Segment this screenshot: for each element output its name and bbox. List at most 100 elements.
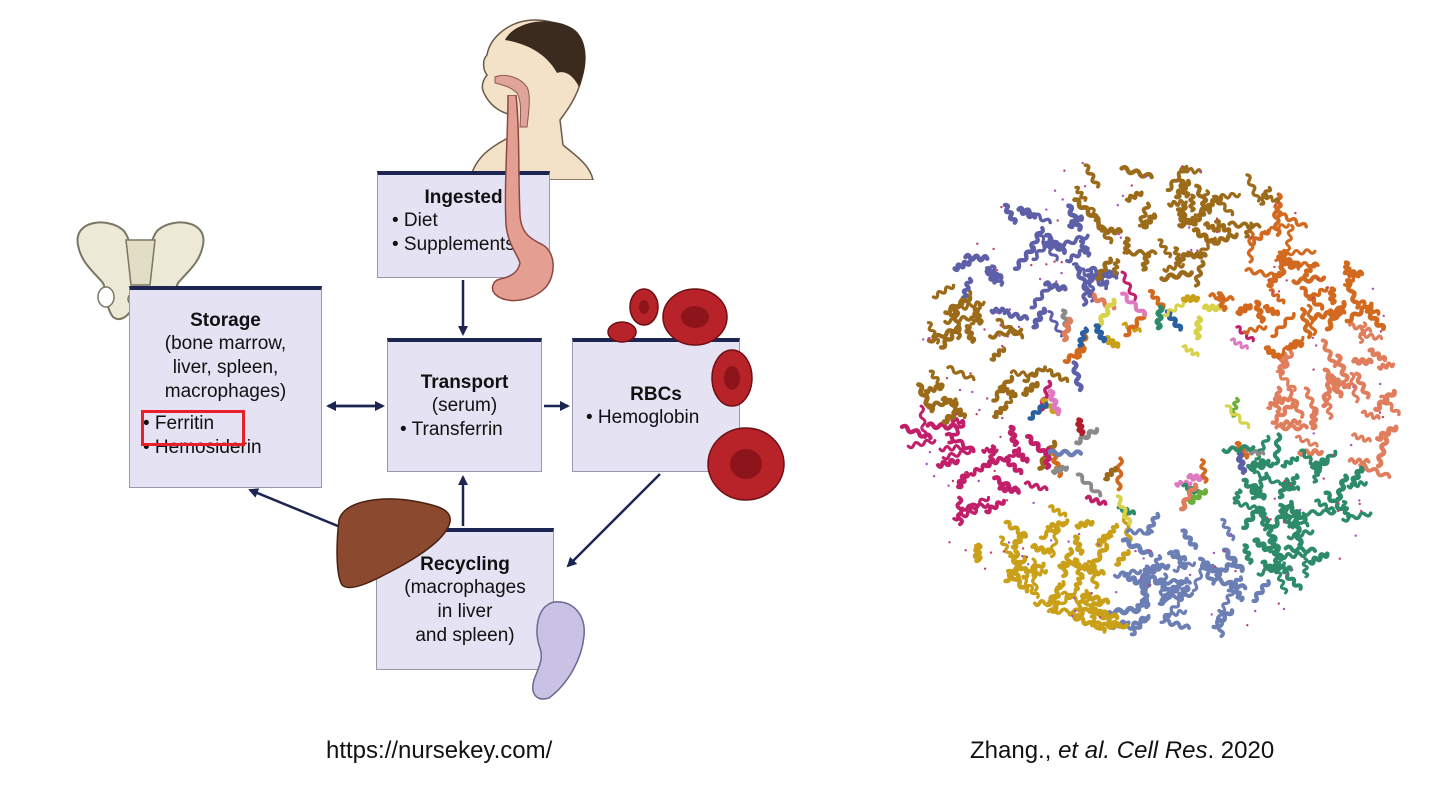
protein-atom-dot [1277,602,1280,605]
protein-helix [1178,202,1188,228]
protein-helix [1284,340,1305,351]
protein-atom-dot [1007,541,1011,544]
protein-atom-dot [1350,443,1353,447]
protein-helix [1003,519,1028,539]
protein-helix [1280,455,1300,469]
protein-helix [1103,465,1119,482]
transport-box: Transport (serum) • Transferrin [387,338,542,472]
protein-helix [1007,424,1019,448]
protein-helix [997,384,1016,396]
protein-atom-dot [1223,550,1226,553]
protein-atom-dot [1139,577,1143,580]
protein-helix [1002,391,1018,411]
protein-atom-dot [1282,521,1286,524]
protein-atom-dot [1116,204,1119,207]
protein-helix [1164,608,1188,619]
protein-helix [1021,576,1040,599]
protein-helix [1010,530,1028,550]
protein-helix [1270,401,1296,425]
protein-atom-dot [1002,550,1005,553]
protein-atom-dot [948,541,951,544]
protein-helix [1351,432,1372,443]
protein-helix [990,264,1005,287]
protein-helix [1272,204,1282,237]
protein-helix [1274,257,1300,271]
protein-atom-dot [945,377,949,380]
protein-helix [1360,409,1381,420]
protein-atom-dot [986,397,989,400]
protein-atom-dot [1378,411,1382,414]
protein-helix [1253,299,1266,324]
protein-atom-dot [1134,549,1137,553]
protein-helix [1375,436,1390,469]
protein-helix [981,455,1009,469]
protein-helix [1032,598,1061,608]
protein-helix [1095,608,1120,629]
protein-helix [989,346,1007,362]
protein-atom-dot [1008,308,1011,311]
protein-helix [1048,504,1068,518]
protein-helix [1274,192,1283,218]
protein-helix [1066,203,1083,232]
protein-helix [1313,449,1338,475]
protein-helix [1341,499,1351,518]
protein-helix [1172,561,1197,574]
protein-helix [1075,589,1090,612]
protein-helix [1145,562,1171,574]
protein-helix [972,542,983,564]
protein-helix [1083,591,1111,605]
protein-atom-dot [1115,591,1118,594]
protein-helix [1122,236,1131,255]
protein-helix [1213,576,1248,591]
protein-helix [1220,589,1235,614]
protein-atom-dot [1246,624,1249,627]
source-credit-zhang: Zhang., et al. Cell Res. 2020 [970,737,1274,765]
protein-atom-dot [1210,613,1213,616]
protein-atom-dot [1149,549,1152,552]
protein-atom-dot [1142,557,1145,560]
rbcs-item-hemoglobin: • Hemoglobin [586,407,700,428]
protein-atom-dot [999,324,1002,327]
protein-helix [1077,326,1090,348]
protein-helix [963,252,990,263]
protein-atom-dot [1071,614,1074,618]
protein-helix [1346,480,1368,490]
protein-helix [1075,417,1086,437]
protein-atom-dot [925,462,928,466]
protein-helix [1349,465,1365,487]
protein-helix [1308,310,1337,322]
protein-helix [1178,482,1199,512]
storage-title: Storage [190,310,261,331]
protein-helix [938,325,962,350]
protein-atom-dot [1060,261,1063,264]
protein-helix [1159,270,1194,283]
transport-item-transferrin: • Transferrin [400,419,503,440]
protein-helix [1031,236,1054,262]
protein-helix [1235,303,1253,317]
protein-helix [1120,270,1138,302]
protein-helix [1140,251,1152,272]
ingested-title: Ingested [424,187,503,208]
protein-atom-dot [1216,230,1219,234]
protein-helix [1220,517,1236,542]
protein-helix [1285,223,1295,253]
protein-helix [1180,528,1199,550]
protein-helix [1071,360,1084,393]
protein-atom-dot [1254,609,1257,613]
esophagus-stomach-icon [491,95,554,302]
protein-helix [1193,196,1224,218]
protein-helix [1263,345,1282,360]
protein-helix [1301,557,1310,579]
protein-atom-dot [1187,226,1191,229]
protein-helix [1259,186,1273,206]
transport-line-1: (serum) [431,395,498,416]
protein-atom-dot [1119,236,1122,239]
protein-atom-dot [1188,573,1192,577]
protein-helix [1084,494,1108,506]
protein-helix [1067,611,1095,628]
protein-helix [1180,294,1201,304]
protein-helix [1354,371,1371,400]
protein-helix [1186,251,1208,260]
protein-atom-dot [1006,335,1009,338]
protein-helix [1193,315,1204,341]
